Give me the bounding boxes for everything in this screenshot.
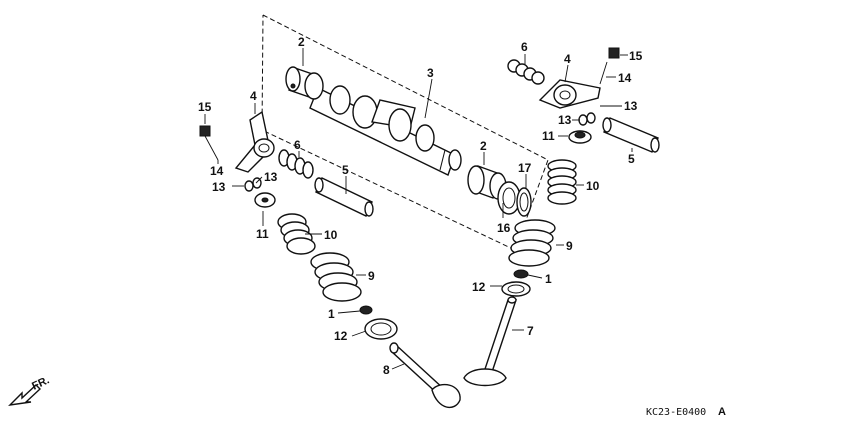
label-9-right: 9 bbox=[566, 239, 573, 253]
label-10-right: 10 bbox=[586, 179, 600, 193]
label-5-left: 5 bbox=[342, 163, 349, 177]
rocker-arm-right bbox=[538, 79, 601, 109]
leader-lines bbox=[204, 48, 633, 370]
label-16: 16 bbox=[497, 221, 511, 235]
valve-cotter-right bbox=[513, 269, 529, 279]
outer-valve-spring-left bbox=[310, 252, 362, 302]
label-14-left: 14 bbox=[210, 164, 224, 178]
rocker-shaft-right bbox=[602, 117, 660, 153]
label-9-left: 9 bbox=[368, 269, 375, 283]
label-12-left: 12 bbox=[334, 329, 348, 343]
front-arrow: FR. bbox=[8, 374, 51, 406]
label-11-right: 11 bbox=[542, 129, 555, 143]
circlip bbox=[516, 187, 532, 217]
camshaft bbox=[309, 85, 462, 176]
label-13-right-a: 13 bbox=[624, 99, 638, 113]
spring-seat-left bbox=[364, 318, 398, 340]
label-13-left-b: 13 bbox=[212, 180, 226, 194]
drawing-code: KC23-E0400 bbox=[646, 407, 706, 418]
spring-retainer-right bbox=[568, 130, 592, 144]
rocker-arm-left bbox=[234, 110, 275, 173]
label-5-right: 5 bbox=[628, 152, 635, 166]
exhaust-valve bbox=[463, 296, 517, 387]
rocker-spring-left bbox=[278, 149, 314, 179]
label-10-left: 10 bbox=[324, 228, 338, 242]
label-11-left: 11 bbox=[256, 227, 269, 241]
label-3: 3 bbox=[427, 66, 434, 80]
label-7: 7 bbox=[527, 324, 534, 338]
label-17: 17 bbox=[518, 161, 532, 175]
inner-valve-spring-left bbox=[277, 213, 316, 255]
camshaft-bearing-left bbox=[285, 66, 324, 100]
rocker-spring-right bbox=[507, 59, 545, 85]
label-6-left: 6 bbox=[294, 138, 301, 152]
tappet-nut-left bbox=[199, 125, 219, 161]
label-8: 8 bbox=[383, 363, 390, 377]
label-1-right: 1 bbox=[545, 272, 552, 286]
intake-valve bbox=[389, 342, 461, 409]
washer-right bbox=[578, 112, 596, 126]
label-15-right: 15 bbox=[629, 49, 643, 63]
rocker-shaft-left bbox=[314, 177, 374, 217]
label-2-lower: 2 bbox=[480, 139, 487, 153]
label-12-right: 12 bbox=[472, 280, 486, 294]
inner-valve-spring-right bbox=[547, 159, 577, 205]
front-label: FR. bbox=[30, 374, 51, 392]
label-15-left: 15 bbox=[198, 100, 212, 114]
label-1-left: 1 bbox=[328, 307, 335, 321]
outer-valve-spring-right bbox=[508, 219, 556, 267]
label-6-right: 6 bbox=[521, 40, 528, 54]
spring-retainer-left bbox=[254, 192, 276, 208]
label-4-right: 4 bbox=[564, 52, 571, 66]
label-13-left-a: 13 bbox=[264, 170, 278, 184]
tappet-nut-right bbox=[599, 47, 620, 85]
spring-seat-right bbox=[501, 281, 531, 297]
label-4-left: 4 bbox=[250, 89, 257, 103]
label-14-right: 14 bbox=[618, 71, 632, 85]
part-labels: 2 3 6 4 15 14 15 4 13 13 11 5 2 17 10 14… bbox=[198, 35, 643, 377]
valve-cotter-left bbox=[359, 305, 373, 315]
drawing-code-suffix: A bbox=[718, 406, 726, 418]
label-2-upper: 2 bbox=[298, 35, 305, 49]
label-13-right-b: 13 bbox=[558, 113, 572, 127]
